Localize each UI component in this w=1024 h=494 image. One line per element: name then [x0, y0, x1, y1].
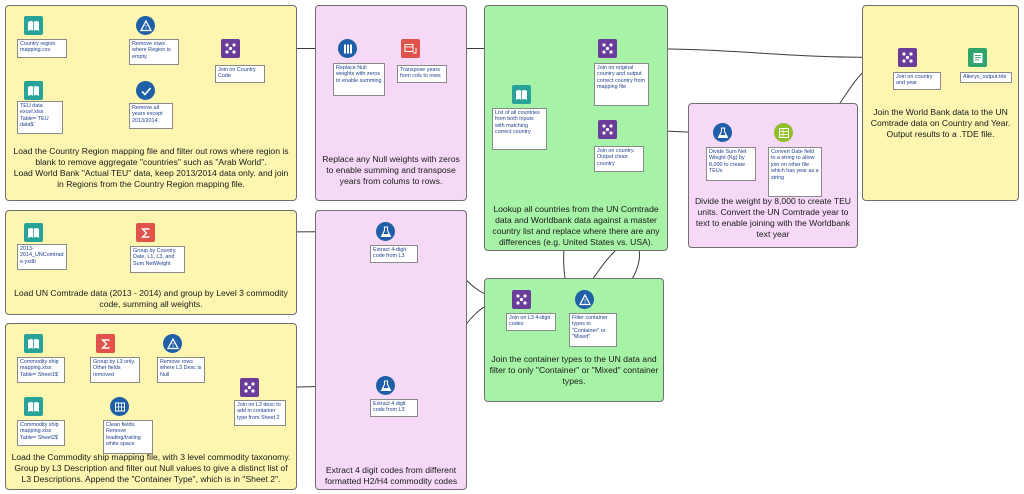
multi-field-formula-icon[interactable] — [338, 39, 357, 58]
filter-icon[interactable]: T — [163, 334, 182, 353]
input-data-icon[interactable] — [512, 85, 531, 104]
tool-label: Commodity ship mapping.xlsx Table=`Sheet… — [17, 357, 65, 383]
tool-label: Extract 4-digit code from L3 — [370, 245, 418, 263]
input-data-icon[interactable] — [24, 223, 43, 242]
tool-label: Transpose years from cols to rows — [397, 65, 447, 83]
container-join-output: Join the World Bank data to the UN Comtr… — [862, 5, 1019, 201]
tool-label: Filter container types to "Container" or… — [569, 313, 617, 347]
container-text: Load the Commodity ship mapping file, wi… — [11, 452, 291, 484]
tool-label: Alteryx_output.tde — [960, 72, 1012, 83]
filter-check-icon[interactable] — [136, 81, 155, 100]
container-text: Extract 4 digit codes from different for… — [324, 465, 458, 486]
output-data-icon[interactable] — [968, 48, 987, 67]
svg-text:T: T — [583, 299, 586, 305]
filter-icon[interactable]: T — [136, 16, 155, 35]
tool-label: Group by L3 only. Other fields removed — [90, 357, 140, 383]
tool-label: Divide Sum Net Wieght (Kg) by 8,000 to c… — [706, 147, 756, 181]
container-text: Join the container types to the UN data … — [489, 354, 659, 386]
tool-label: Commodity ship mapping.xlsx Table=`Sheet… — [17, 420, 65, 446]
container-text: Join the World Bank data to the UN Comtr… — [870, 107, 1011, 139]
tool-label: Remove all years except 2013/2014. — [129, 103, 173, 129]
join-icon[interactable] — [598, 39, 617, 58]
container-commodity-mapping: Load the Commodity ship mapping file, wi… — [5, 323, 297, 490]
tool-label: Join on original country and output corr… — [594, 63, 649, 106]
tool-label: List of all countries from both inputs w… — [492, 108, 547, 150]
container-text: Divide the weight by 8,000 to create TEU… — [694, 196, 852, 239]
join-icon[interactable] — [240, 378, 259, 397]
tool-label: Join on Country Code — [215, 65, 265, 83]
tool-label: Country region mapping.csv — [17, 39, 67, 58]
svg-text:T: T — [144, 25, 147, 31]
container-text: Lookup all countries from the UN Comtrad… — [492, 204, 660, 247]
input-data-icon[interactable] — [24, 334, 43, 353]
select-convert-icon[interactable] — [774, 123, 793, 142]
container-text: Replace any Null weights with zeros to e… — [322, 154, 460, 186]
tool-label: Group by Country, Date, L1, L3, and Sum … — [130, 246, 185, 273]
tool-label: Remove rows where Region is empty. — [129, 39, 179, 65]
join-icon[interactable] — [221, 39, 240, 58]
tool-label: Join on country. Output clean country — [594, 146, 644, 172]
tool-label: Join on country and year — [893, 72, 941, 90]
formula-icon[interactable] — [376, 222, 395, 241]
container-replace-transpose: Replace any Null weights with zeros to e… — [315, 5, 467, 201]
tool-label: Clean fields. Remove leading/trailing wh… — [103, 420, 153, 454]
tool-label: Convert Date field to a string to allow … — [768, 147, 822, 197]
tool-label: Replace Null weights with zeros to enabl… — [333, 63, 385, 96]
container-text: Load UN Comtrade data (2013 - 2014) and … — [14, 288, 288, 309]
summarize-icon[interactable] — [136, 223, 155, 242]
tool-label: Join on L3 desc to add in container type… — [234, 400, 286, 426]
join-icon[interactable] — [598, 120, 617, 139]
join-icon[interactable] — [512, 290, 531, 309]
tool-label: 2013-2014_UNComtrade.yxdb — [17, 244, 67, 270]
container-text: Load the Country Region mapping file and… — [13, 146, 289, 189]
input-data-icon[interactable] — [24, 16, 43, 35]
join-icon[interactable] — [898, 48, 917, 67]
input-data-icon[interactable] — [24, 397, 43, 416]
transpose-icon[interactable] — [401, 39, 420, 58]
tool-label: Remove rows where L3 Desc is Null — [157, 357, 205, 383]
input-data-icon[interactable] — [24, 81, 43, 100]
formula-icon[interactable] — [376, 376, 395, 395]
tool-label: Join on L3 4-digit codes — [506, 313, 556, 331]
formula-icon[interactable] — [713, 123, 732, 142]
summarize-icon[interactable] — [96, 334, 115, 353]
filter-icon[interactable]: T — [575, 290, 594, 309]
tool-label: Extract 4 digit code from L3 — [370, 399, 418, 417]
data-cleansing-icon[interactable] — [110, 397, 129, 416]
svg-text:T: T — [171, 343, 174, 349]
tool-label: TEU data excel.xlsx Table=`TEU data$` — [17, 101, 63, 134]
